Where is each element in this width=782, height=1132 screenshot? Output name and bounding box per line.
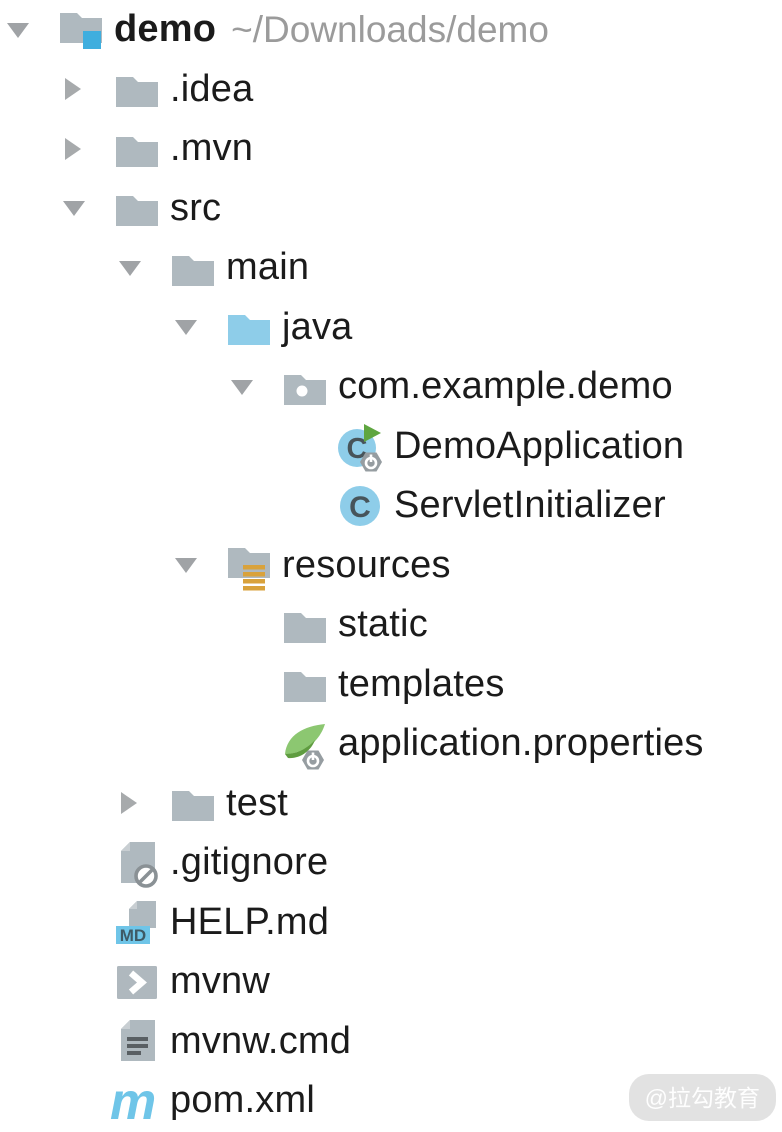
folder-icon [114, 126, 160, 172]
project-folder-icon [58, 7, 104, 53]
tree-row-resources[interactable]: resources [0, 536, 782, 596]
collapse-triangle-icon[interactable] [118, 780, 170, 826]
folder-icon [282, 661, 328, 707]
folder-icon [282, 602, 328, 648]
triangle-spacer [62, 1018, 114, 1064]
triangle-spacer [230, 602, 282, 648]
tree-item-label: com.example.demo [338, 365, 673, 408]
expand-triangle-icon[interactable] [118, 245, 170, 291]
collapse-triangle-icon[interactable] [62, 66, 114, 112]
resources-folder-icon [226, 542, 272, 591]
folder-icon [170, 245, 216, 291]
collapse-triangle-icon[interactable] [62, 126, 114, 172]
runnable-class-icon: C [338, 423, 384, 472]
sources-folder-icon [226, 304, 272, 350]
tree-item-label: pom.xml [170, 1079, 315, 1122]
tree-item-label: java [282, 305, 353, 348]
svg-text:m: m [110, 1073, 156, 1131]
tree-row-help-md[interactable]: MD HELP.md [0, 893, 782, 953]
triangle-spacer [286, 423, 338, 469]
class-icon: C [338, 483, 384, 529]
tree-row-static[interactable]: static [0, 595, 782, 655]
tree-row-mvnw[interactable]: mvnw [0, 952, 782, 1012]
triangle-spacer [62, 899, 114, 945]
triangle-spacer [62, 840, 114, 886]
tree-item-label: demo [114, 8, 217, 51]
tree-item-label: src [170, 186, 222, 229]
text-file-icon [114, 1018, 160, 1064]
tree-item-label: resources [282, 543, 451, 586]
tree-row-gitignore[interactable]: .gitignore [0, 833, 782, 893]
tree-item-label: .mvn [170, 127, 254, 170]
triangle-spacer [286, 483, 338, 529]
project-path: ~/Downloads/demo [231, 8, 549, 50]
tree-row-mvn[interactable]: .mvn [0, 119, 782, 179]
tree-row-idea[interactable]: .idea [0, 60, 782, 120]
maven-file-icon: m [110, 1073, 160, 1131]
tree-row-pom-xml[interactable]: m pom.xml [0, 1071, 782, 1131]
expand-triangle-icon[interactable] [6, 7, 58, 53]
ignored-file-icon [114, 840, 160, 888]
tree-item-label: test [226, 781, 289, 824]
folder-icon [114, 185, 160, 231]
tree-row-templates[interactable]: templates [0, 655, 782, 715]
tree-row-src[interactable]: src [0, 179, 782, 239]
tree-item-label: ServletInitializer [394, 484, 666, 527]
tree-row-demoapplication[interactable]: C DemoApplication [0, 417, 782, 477]
tree-item-label: application.properties [338, 722, 704, 765]
expand-triangle-icon[interactable] [62, 185, 114, 231]
tree-item-label: mvnw [170, 960, 271, 1003]
tree-row-demo-root[interactable]: demo ~/Downloads/demo [0, 0, 782, 60]
tree-item-label: .idea [170, 67, 254, 110]
folder-icon [170, 780, 216, 826]
triangle-spacer [230, 721, 282, 767]
tree-row-servletinitializer[interactable]: C ServletInitializer [0, 476, 782, 536]
expand-triangle-icon[interactable] [174, 304, 226, 350]
spring-config-icon [282, 721, 328, 770]
tree-row-mvnw-cmd[interactable]: mvnw.cmd [0, 1012, 782, 1072]
tree-row-main[interactable]: main [0, 238, 782, 298]
markdown-file-icon: MD [114, 899, 160, 945]
tree-item-label: main [226, 246, 310, 289]
tree-item-label: templates [338, 662, 505, 705]
tree-item-label: mvnw.cmd [170, 1019, 352, 1062]
triangle-spacer [230, 661, 282, 707]
tree-row-package[interactable]: com.example.demo [0, 357, 782, 417]
tree-row-java[interactable]: java [0, 298, 782, 358]
svg-text:MD: MD [120, 926, 146, 945]
folder-icon [114, 66, 160, 112]
tree-item-label: HELP.md [170, 900, 330, 943]
tree-item-label: DemoApplication [394, 424, 685, 467]
expand-triangle-icon[interactable] [230, 364, 282, 410]
triangle-spacer [62, 1078, 114, 1124]
tree-row-application-properties[interactable]: application.properties [0, 714, 782, 774]
tree-row-test[interactable]: test [0, 774, 782, 834]
watermark-badge: @拉勾教育 [628, 1074, 776, 1121]
svg-text:C: C [349, 491, 371, 524]
expand-triangle-icon[interactable] [174, 542, 226, 588]
shell-script-icon [114, 959, 160, 1005]
package-icon [282, 364, 328, 410]
tree-item-label: static [338, 603, 428, 646]
svg-text:C: C [347, 433, 368, 465]
triangle-spacer [62, 959, 114, 1005]
tree-item-label: .gitignore [170, 841, 329, 884]
